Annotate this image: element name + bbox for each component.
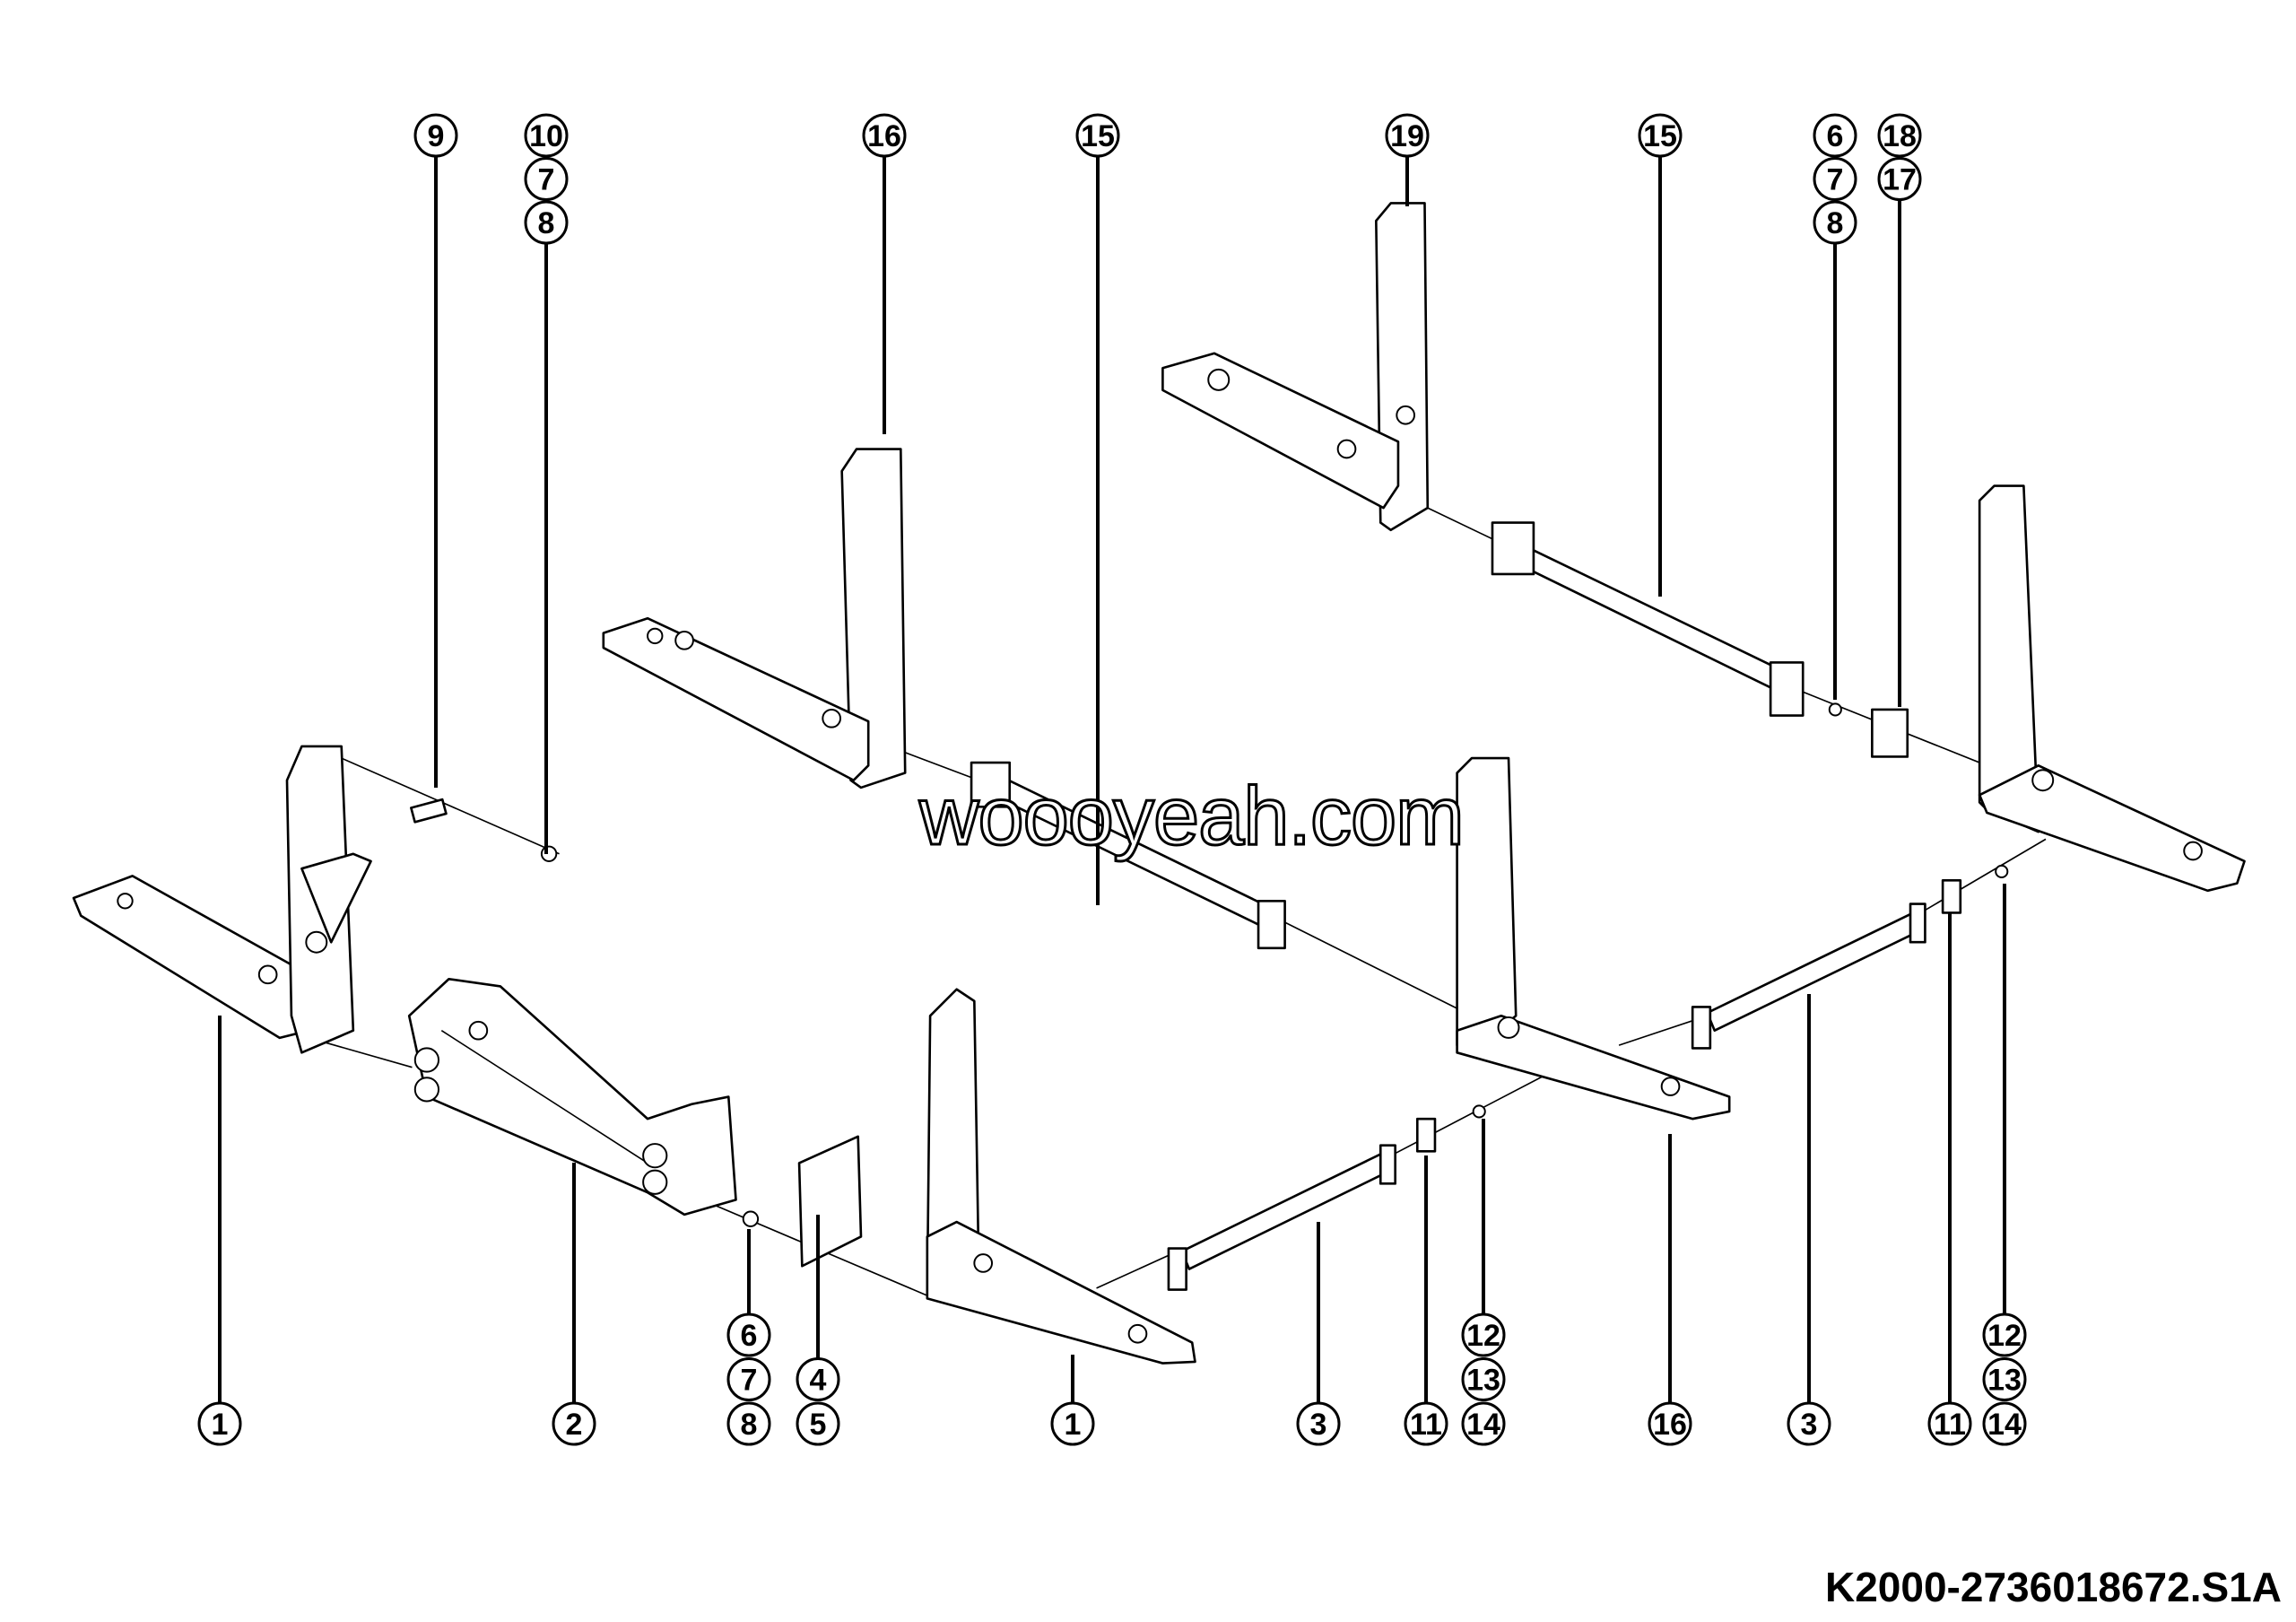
- callout-3: 3: [1296, 1401, 1341, 1446]
- svg-text:2: 2: [566, 1408, 583, 1442]
- tube-15-mid: [970, 761, 1286, 950]
- bracket-16-top: [602, 448, 907, 789]
- svg-text:16: 16: [867, 119, 901, 153]
- svg-text:12: 12: [1987, 1319, 2022, 1353]
- svg-text:15: 15: [1081, 119, 1115, 153]
- svg-text:8: 8: [538, 206, 555, 240]
- svg-text:10: 10: [529, 119, 563, 153]
- svg-text:14: 14: [1466, 1408, 1500, 1442]
- tube-3-right: [1691, 864, 2009, 1050]
- callout-5: 5: [796, 1401, 840, 1446]
- callout-3: 3: [1787, 1401, 1831, 1446]
- bolt-10: [540, 845, 558, 862]
- svg-text:16: 16: [1653, 1408, 1687, 1442]
- callout-9: 9: [413, 113, 458, 158]
- svg-text:11: 11: [1410, 1408, 1442, 1442]
- callout-8: 8: [1813, 200, 1857, 245]
- callout-6: 6: [1813, 113, 1857, 158]
- svg-text:8: 8: [1827, 206, 1844, 240]
- callout-15: 15: [1075, 113, 1120, 158]
- callout-18: 18: [1877, 113, 1922, 158]
- callout-15: 15: [1638, 113, 1683, 158]
- callout-12: 12: [1982, 1312, 2027, 1357]
- callout-16: 16: [1648, 1401, 1692, 1446]
- svg-text:12: 12: [1466, 1319, 1500, 1353]
- callout-11: 11: [1404, 1401, 1448, 1446]
- callout-13: 13: [1982, 1357, 2027, 1401]
- callout-2: 2: [552, 1401, 596, 1446]
- svg-text:17: 17: [1883, 163, 1917, 197]
- bracket-19: [1161, 202, 1430, 532]
- callout-4: 4: [796, 1357, 840, 1401]
- plate-11-right: [1941, 879, 1962, 914]
- callout-1: 1: [1050, 1401, 1095, 1446]
- svg-text:5: 5: [810, 1408, 827, 1442]
- callout-6: 6: [726, 1312, 771, 1357]
- callout-11: 11: [1927, 1401, 1972, 1446]
- svg-text:14: 14: [1987, 1408, 2022, 1442]
- callout-16: 16: [862, 113, 907, 158]
- tube-3-left: [1167, 1104, 1486, 1291]
- drawing-number: K2000-2736018672.S1A: [1825, 1564, 2282, 1610]
- callout-13: 13: [1461, 1357, 1506, 1401]
- callout-10: 10: [524, 113, 569, 158]
- plate-11: [1415, 1117, 1437, 1153]
- parts-drawing: [72, 202, 2246, 1365]
- plate-4: [797, 1135, 863, 1268]
- svg-text:18: 18: [1883, 119, 1917, 153]
- callout-7: 7: [1813, 157, 1857, 201]
- svg-text:1: 1: [212, 1408, 229, 1442]
- callout-7: 7: [524, 157, 569, 201]
- watermark: woooyeah.com: [918, 770, 1466, 864]
- svg-text:19: 19: [1390, 119, 1424, 153]
- callout-17: 17: [1877, 157, 1922, 201]
- svg-text:7: 7: [1827, 163, 1844, 197]
- tube-15-top: [1491, 521, 1805, 717]
- callout-8: 8: [726, 1401, 771, 1446]
- callout-14: 14: [1461, 1401, 1506, 1446]
- svg-text:6: 6: [1827, 119, 1844, 153]
- assembly-lines: [309, 507, 2047, 1296]
- svg-text:7: 7: [741, 1364, 758, 1398]
- bracket-1-mid: [926, 988, 1196, 1365]
- callout-7: 7: [726, 1357, 771, 1401]
- svg-text:6: 6: [741, 1319, 758, 1353]
- callout-19: 19: [1385, 113, 1430, 158]
- plate-9: [410, 798, 448, 824]
- svg-text:15: 15: [1643, 119, 1677, 153]
- svg-text:8: 8: [741, 1408, 758, 1442]
- svg-text:7: 7: [538, 163, 555, 197]
- bracket-1-left: [72, 745, 372, 1054]
- svg-text:4: 4: [810, 1364, 827, 1398]
- svg-text:11: 11: [1934, 1408, 1966, 1442]
- bracket-right: [1828, 484, 2246, 893]
- crossmember-2: [407, 977, 737, 1216]
- callout-8: 8: [524, 200, 569, 245]
- plate-18: [1871, 708, 1909, 758]
- svg-text:1: 1: [1065, 1408, 1082, 1442]
- callout-12: 12: [1461, 1312, 1506, 1357]
- callout-1: 1: [197, 1401, 242, 1446]
- leader-lines: [218, 156, 2006, 1403]
- callout-14: 14: [1982, 1401, 2027, 1446]
- bolt-6: [742, 1210, 760, 1227]
- svg-text:9: 9: [428, 119, 445, 153]
- svg-text:13: 13: [1466, 1364, 1500, 1398]
- bracket-16-bottom: [1456, 756, 1731, 1121]
- svg-text:13: 13: [1987, 1364, 2022, 1398]
- svg-text:3: 3: [1801, 1408, 1818, 1442]
- svg-text:3: 3: [1310, 1408, 1327, 1442]
